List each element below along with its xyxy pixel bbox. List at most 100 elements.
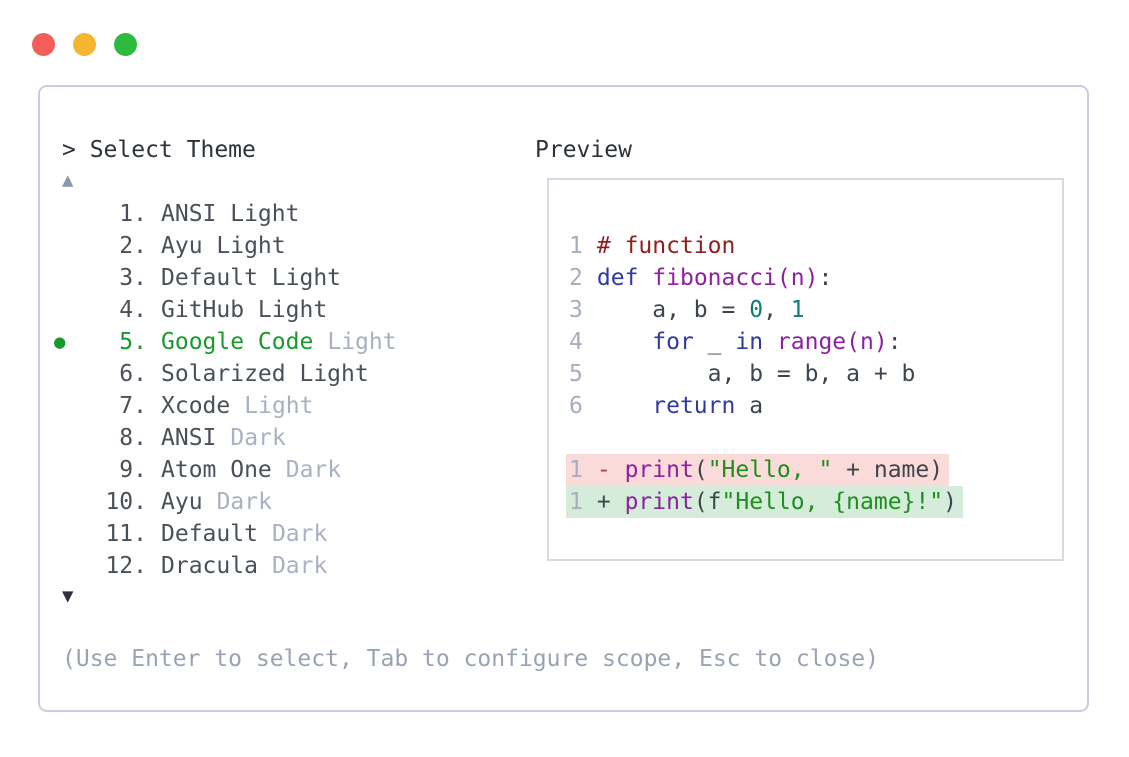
code-token: "Hello, " xyxy=(707,457,833,483)
theme-item-name: Atom One xyxy=(161,457,272,483)
theme-item-number: 9. xyxy=(119,457,147,483)
theme-item-variant: Dark xyxy=(271,553,328,579)
theme-list-item[interactable]: 11. Default Dark xyxy=(40,518,510,550)
code-token: , xyxy=(763,297,791,323)
theme-item-variant: Dark xyxy=(216,489,272,515)
code-token: _ xyxy=(693,329,736,355)
bullet-placeholder xyxy=(54,550,84,582)
code-token: ( xyxy=(693,457,708,483)
line-number: 4 xyxy=(569,329,583,355)
code-token: (f xyxy=(693,489,722,515)
bullet-placeholder xyxy=(54,422,84,454)
code-token: range(n) xyxy=(776,329,888,355)
bullet-placeholder xyxy=(54,486,84,518)
theme-list-item[interactable]: 10. Ayu Dark xyxy=(40,486,510,518)
line-number: 6 xyxy=(569,393,583,419)
code-token: + name) xyxy=(832,457,944,483)
code-line: 4 for _ in range(n): xyxy=(569,326,963,358)
theme-item-name: Default xyxy=(161,521,258,547)
line-number: 1 xyxy=(569,457,583,483)
code-token: : xyxy=(818,265,833,291)
theme-item-variant: Light xyxy=(327,329,397,355)
theme-item-number: 6. xyxy=(119,361,147,387)
theme-item-number: 10. xyxy=(105,489,147,515)
code-token: 1 xyxy=(790,297,805,323)
bullet-placeholder xyxy=(54,198,84,230)
theme-list-item[interactable]: 9. Atom One Dark xyxy=(40,454,510,486)
code-token: def xyxy=(596,265,639,291)
traffic-light-minimize-button[interactable] xyxy=(73,33,96,56)
theme-item-name: Ayu Light xyxy=(161,233,286,259)
code-token: fibonacci(n) xyxy=(652,265,819,291)
code-token: a, b = b, a + b xyxy=(596,361,916,387)
code-token xyxy=(597,393,652,419)
code-token: - xyxy=(596,457,625,483)
theme-item-variant: Dark xyxy=(230,425,286,451)
code-token: a xyxy=(735,393,764,419)
code-token: return xyxy=(652,393,736,419)
code-token: "Hello, {name}!" xyxy=(721,489,944,515)
theme-item-name: Solarized Light xyxy=(161,361,369,387)
diff-line: 1- print("Hello, " + name) xyxy=(566,454,963,486)
code-token: for xyxy=(652,329,694,355)
code-token: in xyxy=(735,329,764,355)
scroll-up-icon[interactable]: ▲ xyxy=(62,169,74,191)
scroll-down-icon[interactable]: ▼ xyxy=(62,585,74,607)
theme-picker-dialog: > Select Theme ▲ 1. ANSI Light 2. Ayu Light… xyxy=(38,85,1089,712)
code-token: print xyxy=(624,457,694,483)
theme-item-name: Dracula xyxy=(161,553,258,579)
theme-item-number: 8. xyxy=(119,425,147,451)
theme-item-variant: Light xyxy=(244,393,314,419)
theme-item-name: Ayu xyxy=(161,489,203,515)
code-line: 1# function xyxy=(569,230,963,262)
theme-list-item[interactable]: 2. Ayu Light xyxy=(40,230,510,262)
selected-bullet-icon: ● xyxy=(54,331,66,353)
code-token: ) xyxy=(943,489,957,515)
code-token: + xyxy=(596,489,625,515)
theme-item-number: 1. xyxy=(119,201,147,227)
bullet-placeholder xyxy=(54,358,84,390)
theme-item-variant: Dark xyxy=(285,457,342,483)
bullet-placeholder xyxy=(54,262,84,294)
theme-list-item[interactable]: 6. Solarized Light xyxy=(40,358,510,390)
theme-item-number: 12. xyxy=(105,553,147,579)
theme-item-number: 3. xyxy=(119,265,147,291)
theme-item-name: ANSI Light xyxy=(161,201,300,227)
code-token: : xyxy=(887,329,902,355)
diff-line: 1+ print(f"Hello, {name}!") xyxy=(566,486,963,518)
theme-list-item[interactable]: 12. Dracula Dark xyxy=(40,550,510,582)
theme-item-name: GitHub Light xyxy=(161,297,328,323)
theme-list-item[interactable]: 4. GitHub Light xyxy=(40,294,510,326)
traffic-light-zoom-button[interactable] xyxy=(114,33,137,56)
line-number: 5 xyxy=(569,361,583,387)
code-token xyxy=(638,265,652,291)
theme-item-name: Default Light xyxy=(161,265,342,291)
code-token: 0 xyxy=(749,297,764,323)
theme-item-name: Xcode xyxy=(161,393,231,419)
code-token xyxy=(597,329,652,355)
window-controls xyxy=(32,33,137,56)
code-token xyxy=(763,329,777,355)
theme-item-number: 11. xyxy=(105,521,147,547)
bullet-placeholder xyxy=(54,294,84,326)
code-token: print xyxy=(624,489,694,515)
bullet-placeholder xyxy=(54,454,84,486)
traffic-light-close-button[interactable] xyxy=(32,33,55,56)
diff-removed-chunk: 1- print("Hello, " + name) xyxy=(566,454,950,486)
theme-list-item[interactable]: 3. Default Light xyxy=(40,262,510,294)
theme-item-variant: Dark xyxy=(271,521,328,547)
bullet-placeholder xyxy=(54,518,84,550)
theme-item-number: 4. xyxy=(119,297,147,323)
picker-prompt: > Select Theme xyxy=(62,137,256,163)
theme-list-item[interactable]: 1. ANSI Light xyxy=(40,198,510,230)
line-number: 3 xyxy=(569,297,583,323)
theme-item-number: 2. xyxy=(119,233,147,259)
theme-item-name: Google Code xyxy=(161,329,314,355)
bullet-placeholder xyxy=(54,230,84,262)
